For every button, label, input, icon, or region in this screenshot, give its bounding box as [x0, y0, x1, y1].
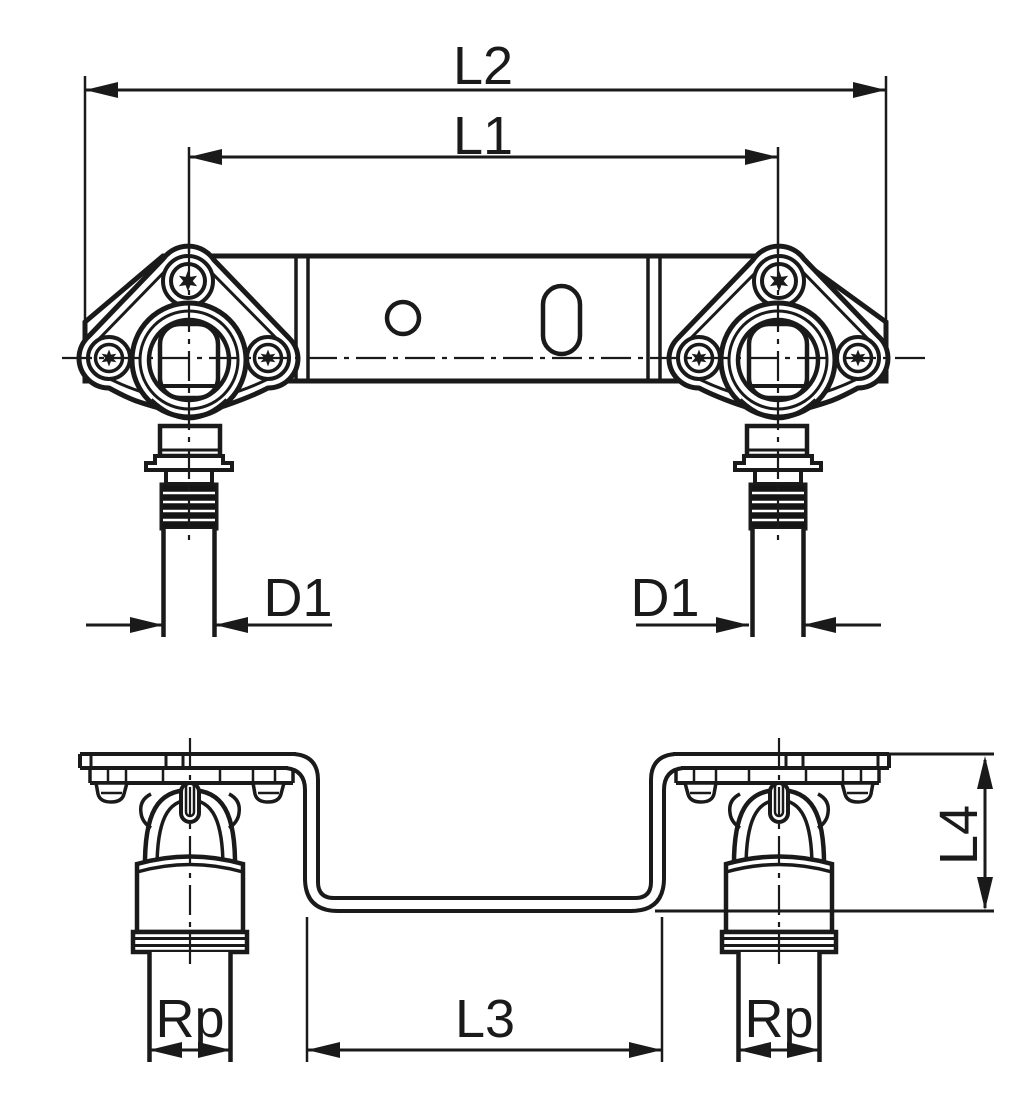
centerlines-side [188, 738, 781, 968]
side-view: L4 L3 Rp Rp [80, 738, 994, 1062]
dimension-L1: L1 [187, 106, 780, 253]
front-view: L2 L1 D1 D1 [62, 36, 928, 637]
dimension-L3: L3 [305, 917, 664, 1062]
dim-label-l3: L3 [455, 989, 515, 1049]
plate-round-hole [384, 299, 422, 337]
dimension-D1-left: D1 [86, 568, 333, 633]
dimension-D1-right: D1 [630, 568, 881, 633]
plate-slot-hole [540, 283, 583, 357]
dimension-L4: L4 [655, 752, 994, 913]
dimension-L2: L2 [83, 36, 888, 322]
dimension-Rp-left: Rp [149, 989, 231, 1058]
dimension-Rp-right: Rp [738, 989, 820, 1058]
dim-label-l1: L1 [453, 106, 513, 166]
dim-label-d1-right: D1 [630, 568, 699, 628]
dim-label-l4: L4 [929, 805, 989, 865]
dim-label-rp-left: Rp [155, 989, 224, 1049]
dim-label-rp-right: Rp [744, 989, 813, 1049]
centerlines-front [62, 253, 928, 545]
dim-label-l2: L2 [453, 36, 513, 96]
bracket-profile [285, 752, 684, 913]
dim-label-d1-left: D1 [263, 568, 332, 628]
